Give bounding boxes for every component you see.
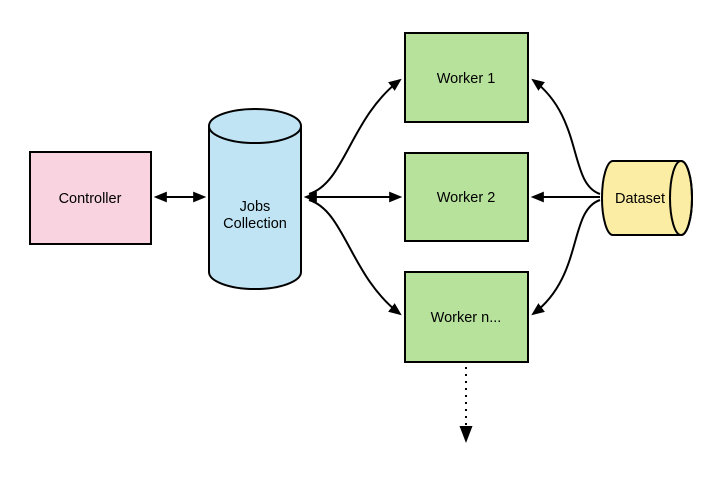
worker-n-label: Worker n...	[431, 310, 502, 326]
worker-n-node: Worker n...	[404, 271, 529, 363]
controller-label: Controller	[59, 191, 122, 207]
continuation-arrowhead-icon	[459, 426, 473, 443]
jobs-collection-label-line1: Jobs	[240, 199, 271, 215]
edge-jobs-worker1	[308, 78, 402, 195]
edge-dataset-workern	[531, 199, 601, 316]
controller-box	[29, 151, 152, 245]
controller-node: Controller	[29, 151, 152, 245]
worker2-box	[404, 152, 529, 242]
dataset-node: Dataset	[601, 160, 693, 236]
worker2-node: Worker 2	[404, 152, 529, 242]
worker1-node: Worker 1	[404, 32, 529, 123]
dataset-cylinder-lip	[669, 160, 693, 236]
edge-jobs-workern	[308, 199, 402, 316]
jobs-collection-cylinder-body	[208, 108, 302, 290]
worker1-label: Worker 1	[437, 71, 496, 87]
worker-n-box	[404, 271, 529, 363]
jobs-collection-node: Jobs Collection	[208, 108, 302, 290]
worker1-box	[404, 32, 529, 123]
edge-dataset-worker1	[531, 78, 601, 195]
dataset-label: Dataset	[615, 191, 665, 207]
worker2-label: Worker 2	[437, 190, 496, 206]
jobs-collection-label-line2: Collection	[223, 216, 287, 232]
jobs-collection-cylinder-lip	[208, 125, 302, 144]
